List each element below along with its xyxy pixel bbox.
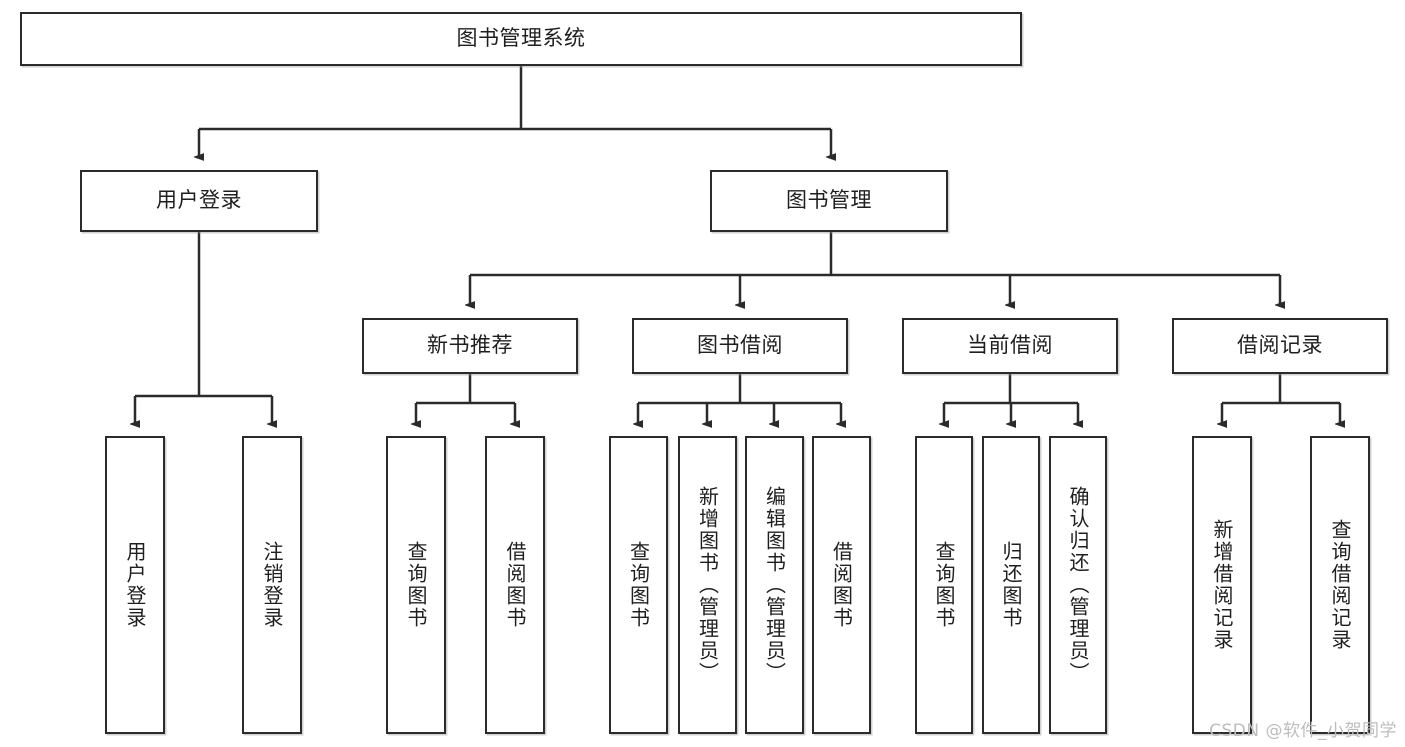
node-user-login-label: 用户登录	[156, 188, 242, 213]
connector-borrowrecord-to-leaves	[1222, 374, 1340, 424]
watermark: CSDN @软件_小贺同学	[1209, 721, 1397, 741]
node-book-management-label: 图书管理	[786, 188, 872, 213]
leaf-query-book-current-label: 查询图书	[932, 541, 956, 629]
node-borrow-record-label: 借阅记录	[1237, 333, 1323, 358]
connector-currentborrow-to-leaves	[944, 374, 1078, 424]
leaf-query-book-current[interactable]: 查询图书	[915, 436, 973, 734]
leaf-confirm-return[interactable]: 确认归还（管理员）	[1049, 436, 1107, 734]
connector-root-to-level2	[199, 66, 831, 157]
connector-userlogin-to-leaves	[135, 232, 272, 424]
leaf-confirm-return-label: 确认归还（管理员）	[1066, 486, 1090, 684]
leaf-return-book-label: 归还图书	[999, 541, 1023, 629]
leaf-user-logout[interactable]: 注销登录	[242, 436, 302, 734]
connector-newbook-to-leaves	[416, 374, 515, 424]
node-new-book-recommend[interactable]: 新书推荐	[362, 318, 578, 374]
leaf-borrow-book-recommend[interactable]: 借阅图书	[485, 436, 545, 734]
leaf-add-book-label: 新增图书（管理员）	[695, 486, 720, 684]
leaf-add-book[interactable]: 新增图书（管理员）	[678, 436, 737, 734]
leaf-user-login[interactable]: 用户登录	[105, 436, 165, 734]
node-book-management[interactable]: 图书管理	[710, 170, 948, 232]
node-user-login[interactable]: 用户登录	[80, 170, 318, 232]
connector-bookmgmt-to-level3	[470, 232, 1280, 305]
node-root[interactable]: 图书管理系统	[20, 12, 1022, 66]
leaf-borrow-book-recommend-label: 借阅图书	[503, 541, 527, 629]
node-current-borrow[interactable]: 当前借阅	[902, 318, 1118, 374]
leaf-user-login-label: 用户登录	[123, 541, 147, 629]
leaf-add-borrow-record-label: 新增借阅记录	[1210, 519, 1234, 651]
connector-bookborrow-to-leaves	[638, 374, 841, 424]
leaf-query-book-borrow-label: 查询图书	[626, 541, 651, 629]
leaf-edit-book[interactable]: 编辑图书（管理员）	[745, 436, 804, 734]
leaf-query-book-recommend[interactable]: 查询图书	[386, 436, 446, 734]
leaf-query-book-borrow[interactable]: 查询图书	[609, 436, 668, 734]
node-root-label: 图书管理系统	[456, 26, 586, 51]
node-borrow-record[interactable]: 借阅记录	[1172, 318, 1388, 374]
node-new-book-recommend-label: 新书推荐	[427, 333, 513, 358]
leaf-query-book-recommend-label: 查询图书	[404, 541, 428, 629]
leaf-return-book[interactable]: 归还图书	[982, 436, 1040, 734]
leaf-user-logout-label: 注销登录	[260, 541, 284, 629]
node-book-borrow[interactable]: 图书借阅	[632, 318, 848, 374]
node-book-borrow-label: 图书借阅	[697, 333, 783, 358]
leaf-borrow-book[interactable]: 借阅图书	[812, 436, 871, 734]
node-current-borrow-label: 当前借阅	[967, 333, 1053, 358]
leaf-edit-book-label: 编辑图书（管理员）	[762, 486, 787, 684]
leaf-query-borrow-record-label: 查询借阅记录	[1328, 519, 1352, 651]
leaf-query-borrow-record[interactable]: 查询借阅记录	[1310, 436, 1370, 734]
leaf-add-borrow-record[interactable]: 新增借阅记录	[1192, 436, 1252, 734]
leaf-borrow-book-label: 借阅图书	[829, 541, 854, 629]
